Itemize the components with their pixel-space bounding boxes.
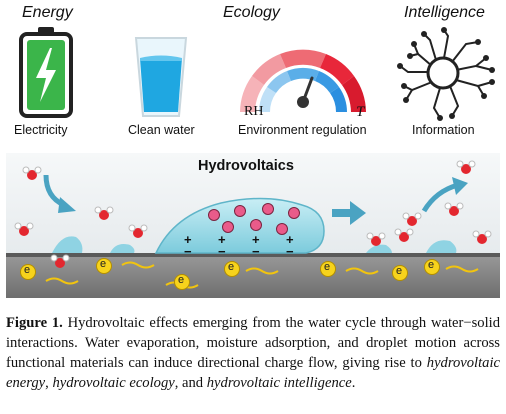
gauge-left-label: RH [244, 104, 264, 119]
hydrovoltaics-illustration [6, 153, 500, 298]
figure-caption: Figure 1. Hydrovoltaic effects emerging … [6, 313, 500, 393]
information-label: Information [412, 123, 475, 137]
caption-separator: , [45, 375, 53, 391]
battery-icon [19, 27, 73, 118]
env-regulation-label: Environment regulation [238, 123, 367, 137]
electron-label: e [428, 259, 435, 271]
caption-text: Hydrovoltaic effects emerging from the w… [6, 315, 500, 371]
gauge-right-label: T [356, 104, 365, 120]
clean-water-label: Clean water [128, 123, 195, 137]
positive-charge: + [184, 232, 192, 247]
electron-label: e [24, 264, 31, 276]
network-icon [397, 27, 495, 121]
intelligence-title: Intelligence [404, 4, 485, 21]
electron-label: e [228, 261, 235, 273]
negative-charge: − [252, 244, 260, 259]
figure-label: Figure 1. [6, 315, 63, 331]
energy-title: Energy [22, 4, 73, 21]
negative-charge: − [184, 244, 192, 259]
electron-label: e [100, 258, 107, 270]
electricity-label: Electricity [14, 123, 68, 137]
caption-term-ecology: hydrovoltaic ecology [52, 375, 175, 391]
positive-charge: + [286, 232, 294, 247]
electron-label: e [396, 265, 403, 277]
caption-end: . [351, 375, 356, 391]
gauge-icon [240, 49, 366, 112]
water-glass-icon [134, 37, 188, 117]
positive-charge: + [252, 232, 260, 247]
positive-charge: + [218, 232, 226, 247]
electron-label: e [324, 261, 331, 273]
hydrovoltaics-title: Hydrovoltaics [198, 158, 294, 174]
caption-separator: , and [174, 375, 207, 391]
caption-term-energy: hydrovoltaic energy [6, 355, 500, 391]
caption-term-intelligence: hydrovoltaic intelligence [206, 375, 352, 391]
ecology-title: Ecology [223, 4, 280, 21]
negative-charge: − [286, 244, 294, 259]
electron-label: e [178, 274, 185, 286]
negative-charge: − [218, 244, 226, 259]
